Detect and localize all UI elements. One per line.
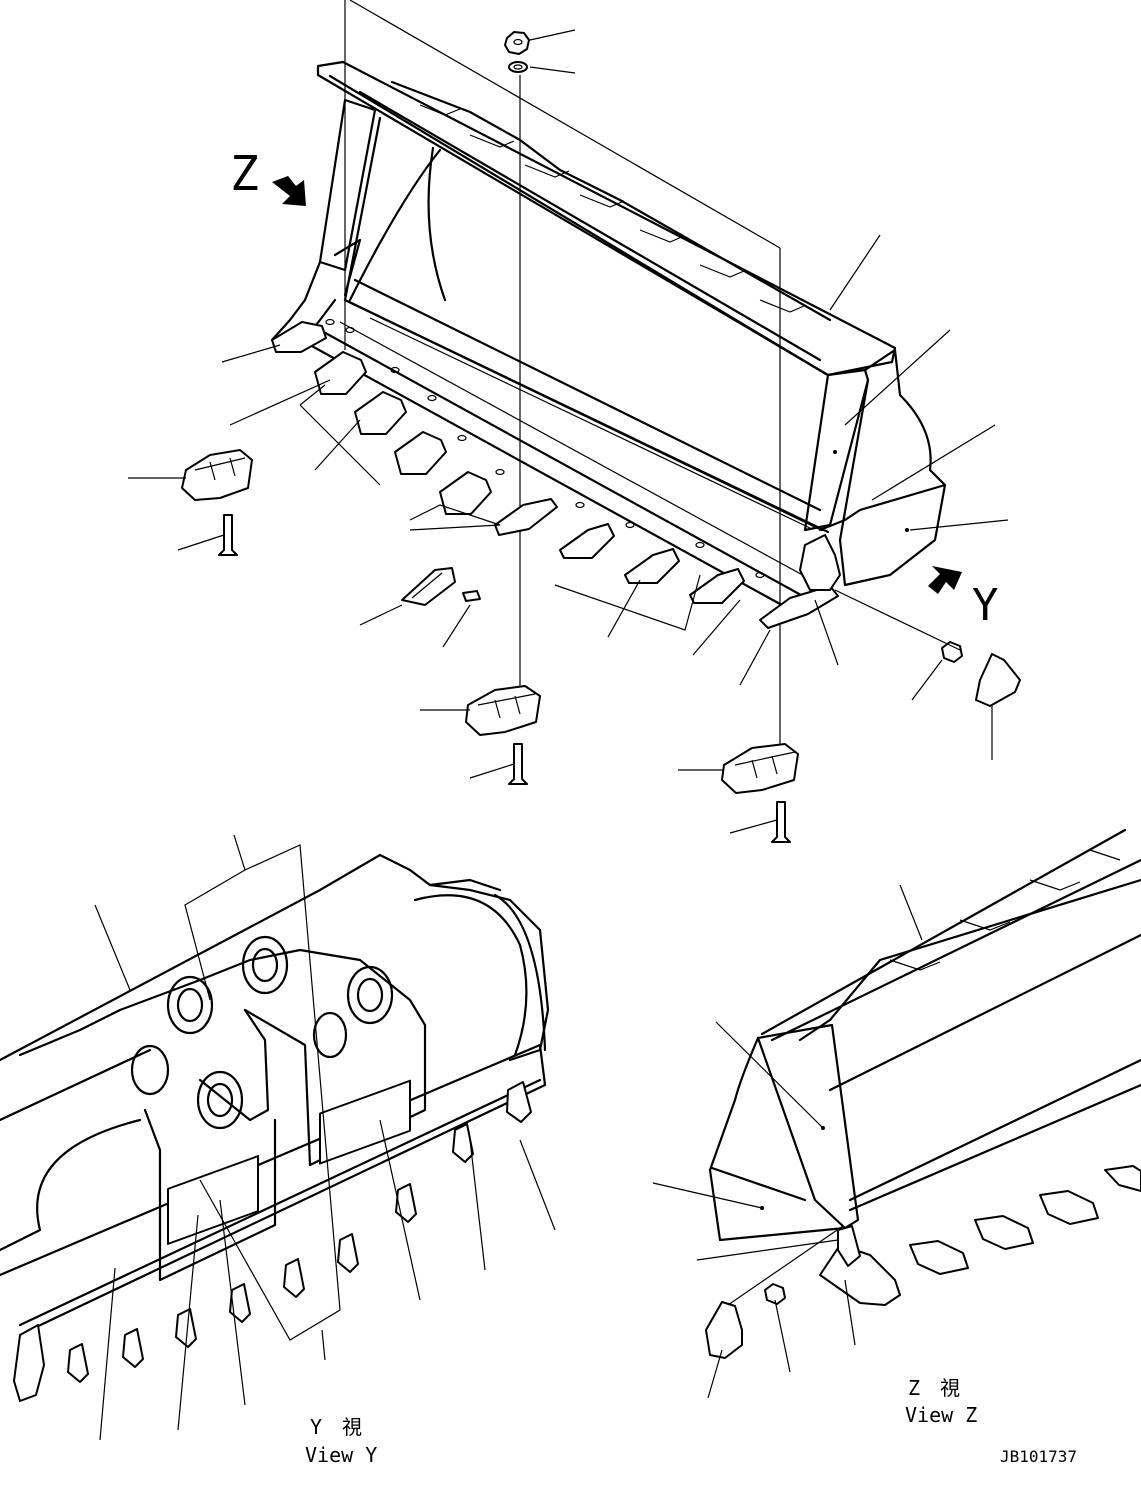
drawing-id: JB101737 — [1000, 1447, 1077, 1466]
view-z-label-jp: Z 視 — [908, 1376, 960, 1400]
lock-pin-icon — [941, 641, 963, 663]
view-z-teeth — [909, 1165, 1141, 1275]
arrow-y-icon — [928, 566, 962, 594]
pin-icon — [462, 590, 481, 602]
leader-lines — [128, 29, 1009, 834]
view-y-label-en: View Y — [305, 1443, 377, 1467]
main-bucket-view: Z Y — [128, 0, 1021, 843]
view-y-leaders — [94, 834, 556, 1441]
tooth-point-center — [465, 685, 541, 736]
tooth-point-left — [181, 449, 253, 501]
view-z-detail: Z 視 View Z — [652, 828, 1141, 1427]
washer-icon — [508, 61, 528, 73]
side-cutter-right — [799, 534, 841, 591]
tooth-point-right — [721, 743, 799, 794]
view-z-leaders — [652, 884, 923, 1399]
side-plate-right — [803, 348, 947, 587]
view-z-corner-guard-icon — [705, 1301, 743, 1359]
view-y-label-jp: Y 視 — [310, 1415, 362, 1439]
view-y-teeth — [13, 1081, 532, 1402]
side-cutter-left — [401, 567, 456, 606]
lift-arm-bracket — [18, 935, 427, 1282]
arrow-z-label: Z — [230, 146, 259, 202]
view-y-detail: Y 視 View Y — [0, 834, 556, 1467]
view-z-lock-pin-icon — [764, 1283, 786, 1305]
view-z-label-en: View Z — [905, 1403, 977, 1427]
bolt-icon — [218, 514, 791, 843]
corner-guard-icon — [975, 653, 1021, 707]
bucket-teeth — [271, 321, 839, 629]
nut-icon — [504, 31, 530, 55]
bucket-body — [343, 116, 830, 534]
arrow-y-label: Y — [972, 580, 999, 631]
arrow-z-icon — [272, 176, 306, 206]
wear-plates — [167, 1079, 411, 1245]
bucket-top-rail — [316, 60, 897, 377]
cutting-edge — [308, 321, 831, 617]
edge-bolt-holes — [325, 318, 765, 579]
